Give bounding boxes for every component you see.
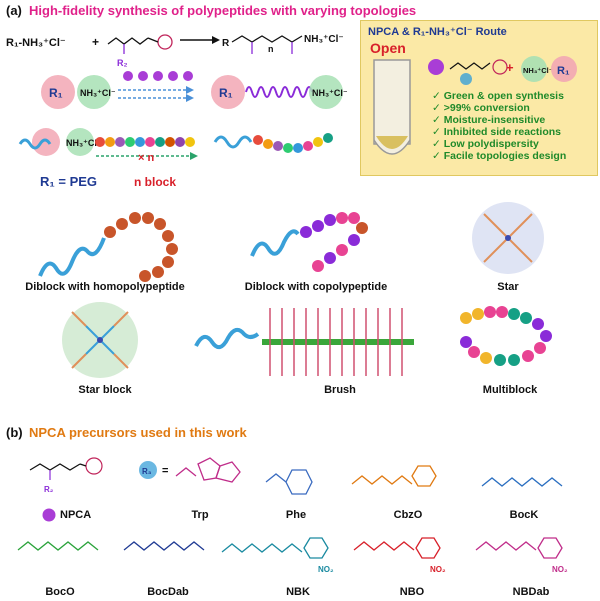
svg-text:R₁: R₁ (557, 65, 570, 77)
label-nbdab: NBDab (512, 586, 550, 598)
label-phe: Phe (285, 509, 307, 521)
product-end-group: NH₃⁺Cl⁻ (304, 34, 344, 45)
r1-peg-label: R₁ = PEG (40, 174, 97, 189)
label-nbk: NBK (286, 586, 310, 598)
route-checklist: ✓ Green & open synthesis ✓ >99% conversi… (432, 90, 566, 162)
check-icon: ✓ (432, 150, 444, 162)
check-icon: ✓ (432, 138, 444, 150)
check-item: ✓ >99% conversion (432, 102, 530, 114)
check-item: ✓ Inhibited side reactions (432, 126, 561, 138)
diblock-co-illustration (250, 212, 368, 272)
precursors-row-1: R₂ R₃ = (29, 457, 563, 495)
label-nbo: NBO (399, 586, 425, 598)
label-bock: BocK (509, 509, 539, 521)
check-icon: ✓ (432, 102, 444, 114)
multiblock-illustration (460, 306, 552, 366)
star-illustration (472, 202, 544, 274)
route-reaction: + NH₃⁺Cl⁻ R₁ (428, 56, 577, 85)
label-diblock-homo: Diblock with homopolypeptide (25, 281, 185, 293)
open-label: Open (370, 40, 406, 56)
check-item: ✓ Low polydispersity (432, 138, 539, 150)
svg-text:R₁: R₁ (219, 86, 233, 100)
brush-illustration (194, 308, 414, 376)
section-b-letter: (b) (6, 425, 23, 440)
section-b-title: NPCA precursors used in this work (29, 425, 247, 440)
check-icon: ✓ (432, 114, 444, 126)
svg-text:NO₂: NO₂ (430, 565, 446, 574)
polymerization-scheme: R₁ NH₃⁺Cl⁻ R₁ NH₃⁺Cl⁻ (41, 71, 348, 109)
svg-text:=: = (162, 465, 168, 477)
svg-text:R₃: R₃ (142, 467, 152, 476)
topologies-row-2 (62, 302, 552, 378)
precursors-row-2: NO₂ NO₂ NO₂ (17, 537, 568, 574)
n-block-label: n block (134, 175, 176, 189)
section-a-title: High-fidelity synthesis of polypeptides … (29, 3, 417, 18)
label-trp: Trp (191, 509, 209, 521)
npca-bullet-icon (42, 508, 56, 527)
star-block-illustration (62, 302, 138, 378)
topologies-row-1 (38, 202, 544, 282)
times-n-label: × n (138, 152, 154, 164)
reaction-r2-label: R₂ (117, 58, 128, 68)
label-boco: BocO (45, 586, 75, 598)
section-a-letter: (a) (6, 3, 22, 18)
svg-text:R₂: R₂ (44, 485, 54, 494)
label-multiblock: Multiblock (482, 384, 538, 396)
svg-text:R: R (222, 38, 230, 49)
label-star: Star (497, 281, 519, 293)
diblock-homo-illustration (38, 212, 178, 282)
npca-monomer-structure (107, 34, 173, 54)
check-icon: ✓ (432, 126, 444, 138)
route-box-title: NPCA & R₁-NH₃⁺Cl⁻ Route (368, 26, 507, 38)
label-bocdab: BocDab (147, 586, 189, 598)
svg-text:NO₂: NO₂ (552, 565, 568, 574)
svg-text:R₁: R₁ (49, 86, 63, 100)
label-star-block: Star block (78, 384, 132, 396)
reagent-r1-amine: R₁-NH₃⁺Cl⁻ (6, 37, 66, 49)
block-scheme: NH₃⁺Cl⁻ × n R₁ = PEG n block (18, 128, 333, 189)
label-cbzo: CbzO (393, 509, 423, 521)
open-tube-icon (373, 59, 411, 155)
svg-text:NH₃⁺Cl⁻: NH₃⁺Cl⁻ (523, 66, 553, 75)
check-item: ✓ Facile topologies design (432, 150, 567, 162)
svg-text:NO₂: NO₂ (318, 565, 334, 574)
check-icon: ✓ (432, 90, 444, 102)
label-npca: NPCA (60, 509, 92, 521)
reaction-scheme: R₁-NH₃⁺Cl⁻ + R₂ R n NH₃⁺Cl⁻ (6, 34, 344, 68)
svg-text:NH₃⁺Cl⁻: NH₃⁺Cl⁻ (66, 138, 102, 148)
npca-structure (29, 457, 103, 480)
reaction-plus: + (92, 35, 99, 49)
check-item: ✓ Green & open synthesis (432, 90, 564, 102)
route-plus: + (506, 60, 514, 75)
reaction-n-label: n (268, 44, 274, 54)
label-diblock-co: Diblock with copolypeptide (244, 281, 388, 293)
label-brush: Brush (324, 384, 356, 396)
check-item: ✓ Moisture-insensitive (432, 114, 546, 126)
svg-text:NH₃⁺Cl⁻: NH₃⁺Cl⁻ (312, 88, 348, 98)
svg-text:NH₃⁺Cl⁻: NH₃⁺Cl⁻ (80, 88, 116, 98)
